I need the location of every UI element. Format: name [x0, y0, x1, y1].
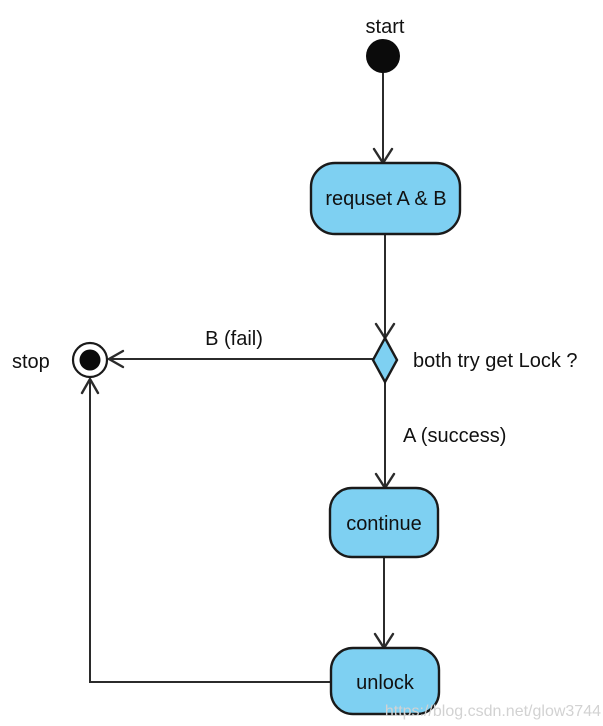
stop-label: stop: [12, 351, 50, 373]
final-node-dot: [79, 349, 101, 371]
arrowhead-stop-bottom: [80, 376, 100, 395]
fail-edge-label: B (fail): [205, 328, 263, 350]
success-edge-label: A (success): [403, 425, 506, 447]
edge-layer: [80, 73, 396, 683]
watermark: https://blog.csdn.net/glow3744: [385, 703, 601, 720]
request-label: requset A & B: [325, 188, 446, 210]
decision-node: [371, 335, 399, 385]
unlock-label: unlock: [356, 672, 415, 694]
continue-node: [328, 486, 440, 559]
start-label: start: [366, 16, 405, 38]
decision-label: both try get Lock ?: [413, 350, 578, 372]
edge-unlock-to-stop: [89, 380, 331, 683]
unlock-node: [329, 646, 441, 716]
arrowhead-stop-right: [106, 349, 125, 369]
label-layer: start requset A & B both try get Lock ? …: [12, 16, 578, 694]
request-node: [309, 161, 462, 236]
initial-node: [366, 39, 400, 73]
continue-label: continue: [346, 513, 422, 535]
